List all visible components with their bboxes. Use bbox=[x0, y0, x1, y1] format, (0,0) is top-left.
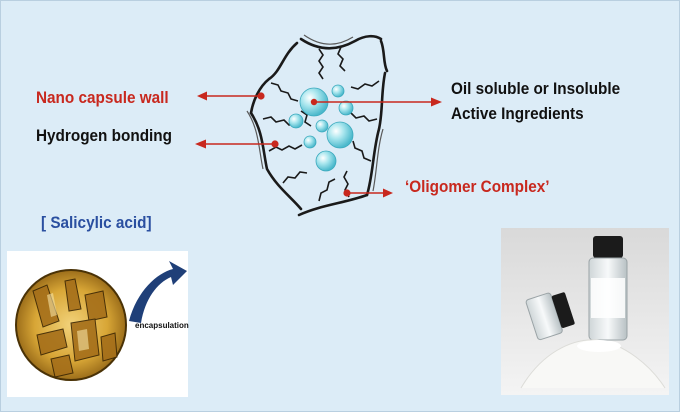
curved-arrow-icon bbox=[129, 261, 187, 323]
active-ingredient-label-line2: Active Ingredients bbox=[451, 104, 584, 123]
salicylic-acid-label: [ Salicylic acid] bbox=[41, 213, 152, 232]
capsule-wall bbox=[249, 34, 389, 217]
salicylic-acid-micrograph-panel bbox=[7, 251, 188, 397]
active-ingredient-droplets bbox=[288, 84, 354, 172]
powder-vials-photo bbox=[501, 228, 669, 395]
encapsulation-label: encapsulation bbox=[135, 321, 189, 330]
nano-capsule-wall-label: Nano capsule wall bbox=[36, 88, 169, 107]
hydrogen-bonding-label: Hydrogen bonding bbox=[36, 126, 172, 145]
active-ingredient-label-line1: Oil soluble or Insoluble bbox=[451, 79, 621, 98]
oligomer-complex-label: ‘Oligomer Complex’ bbox=[405, 177, 550, 196]
crystals-micrograph bbox=[15, 261, 187, 381]
capsule-wall-shading bbox=[246, 34, 384, 192]
vials-image bbox=[501, 228, 669, 395]
pointer-arrows bbox=[195, 91, 442, 198]
